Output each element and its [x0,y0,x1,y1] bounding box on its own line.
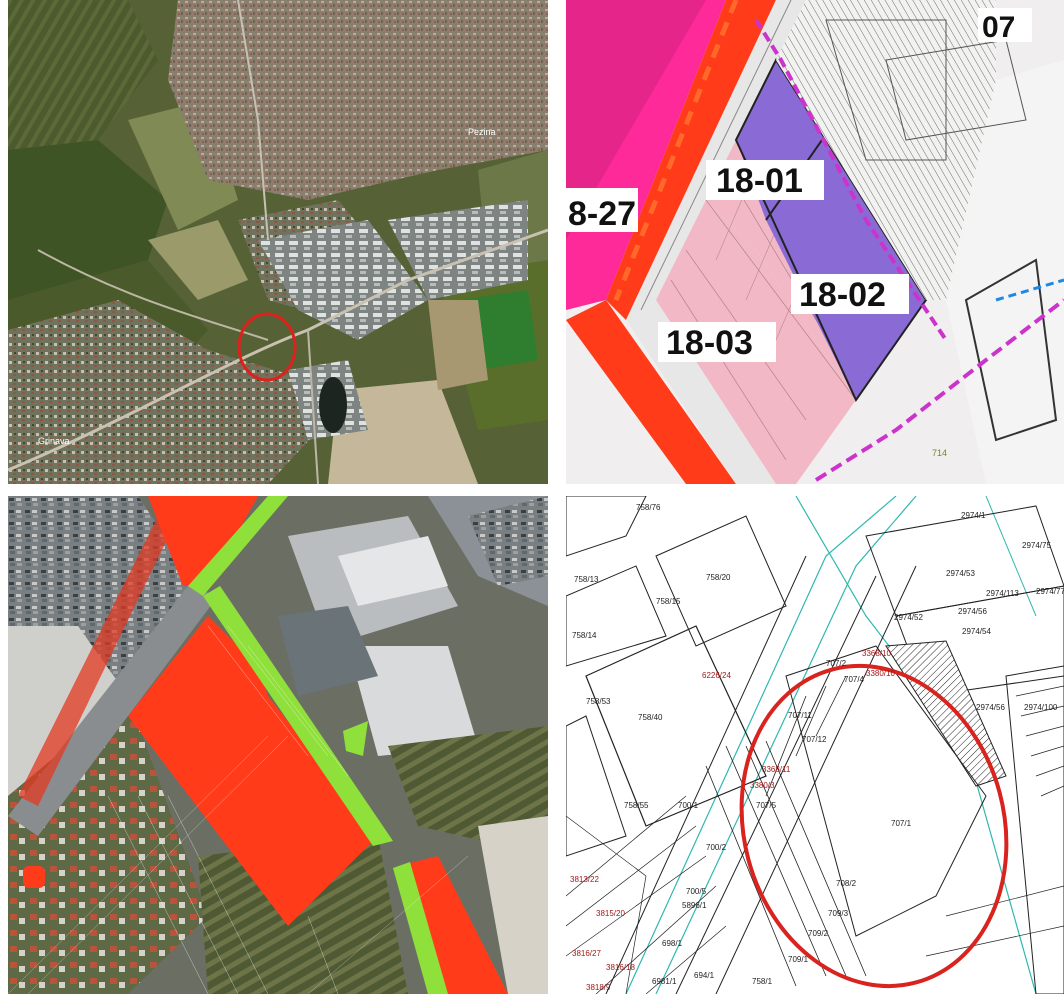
parcel-label: 707/4 [844,675,865,684]
parcel-label: 3368/10 [862,649,891,658]
parcel-label: 700/1 [678,801,699,810]
zone-label-18-02: 18-02 [799,276,886,314]
parcel-label: 3380/10 [866,669,895,678]
place-label-pezina: Pezina [468,127,496,137]
parcel-label: 708/2 [836,879,857,888]
parcel-label: 2974/77 [1036,587,1064,596]
parcel-label: 3815/20 [596,909,625,918]
cadastral-map: 758/76 758/13 758/20 758/15 758/14 758/5… [566,496,1064,994]
location-marker [237,312,297,382]
parcel-label: 758/15 [656,597,681,606]
parcel-label: 758/53 [586,697,611,706]
parcel-label: 2974/56 [976,703,1005,712]
parcel-label: 3813/22 [570,875,599,884]
parcel-label: 5896/1 [682,901,707,910]
parcel-label: 3368/11 [762,765,791,774]
parcel-label: 2974/1 [961,511,986,520]
parcel-label: 707/11 [788,711,812,720]
zoning-plan-panel: 8-27 18-01 18-02 18-03 07 714 [566,0,1064,484]
zoning-plan-map: 8-27 18-01 18-02 18-03 07 714 [566,0,1064,484]
parcel-label: 758/76 [636,503,661,512]
parcel-label: 2974/54 [962,627,991,636]
parcel-label: 2974/53 [946,569,975,578]
aerial-overview-map: Pezina Grinava [8,0,548,484]
parcel-label: 694/1 [694,971,715,980]
parcel-label: 709/1 [788,955,809,964]
parcel-label: 3816/18 [606,963,635,972]
parcel-label: 6226/24 [702,671,731,680]
parcel-label: 3818/9 [586,983,611,992]
parcel-label: 758/1 [752,977,773,986]
parcel-label: 709/2 [808,929,829,938]
parcel-highlight-panel [8,496,548,994]
parcel-label: 707/1 [891,819,912,828]
parcel-label: 758/20 [706,573,731,582]
parcel-label: 707/12 [802,735,827,744]
parcel-label: 2974/75 [1022,541,1051,550]
subject-parcel-circle [739,663,1009,989]
parcel-label: 758/55 [624,801,649,810]
place-label-grinava: Grinava [38,436,70,446]
parcel-label: 3816/27 [572,949,601,958]
zone-label-8-27: 8-27 [568,195,636,233]
parcel-label: 6981/1 [652,977,677,986]
parcel-label: 698/1 [662,939,683,948]
parcel-label: 3380/3 [750,781,775,790]
cadastral-map-panel: 758/76 758/13 758/20 758/15 758/14 758/5… [566,496,1064,994]
sheet-number: 07 [982,11,1015,44]
aerial-overview-panel: Pezina Grinava [8,0,548,484]
parcel-label: 707/2 [826,659,847,668]
zone-label-18-01: 18-01 [716,162,803,200]
parcel-label: 709/3 [828,909,849,918]
parcel-label: 2974/52 [894,613,923,622]
parcel-label: 700/2 [706,843,727,852]
parcel-label: 758/13 [574,575,599,584]
parcel-label: 758/14 [572,631,597,640]
zoning-small-label: 714 [932,448,947,458]
parcel-label: 707/5 [756,801,777,810]
zone-label-18-03: 18-03 [666,324,753,362]
parcel-label: 2974/113 [986,589,1019,598]
parcel-label: 758/40 [638,713,663,722]
parcel-highlight-map [8,496,548,994]
parcel-label: 2974/100 [1024,703,1058,712]
parcel-label: 2974/56 [958,607,987,616]
parcel-label: 700/5 [686,887,707,896]
